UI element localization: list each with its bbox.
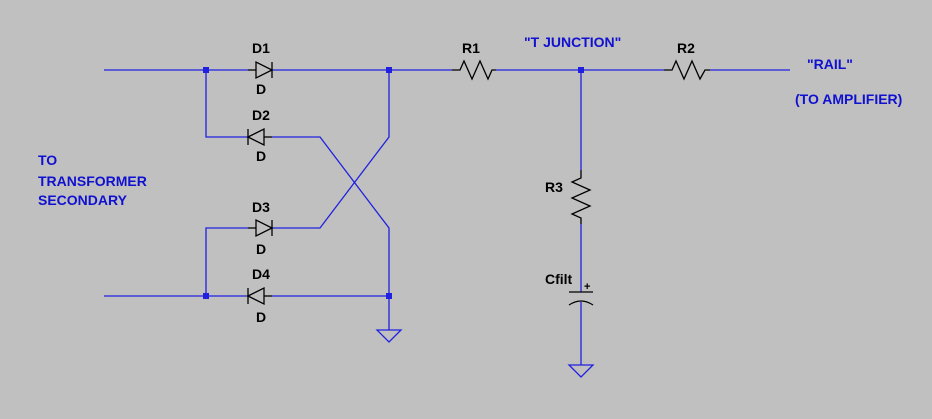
diode-icon (248, 218, 274, 238)
r3-name: R3 (545, 179, 563, 195)
ground-left[interactable] (375, 329, 403, 343)
wire-nodeA-to-d2[interactable] (205, 70, 248, 138)
junction-dot-icon[interactable] (578, 67, 584, 73)
r1-name: R1 (462, 40, 480, 56)
resistor-r3[interactable]: R3 (545, 170, 592, 224)
junctions (203, 67, 584, 299)
ground-icon (567, 364, 595, 378)
junction-dot-icon[interactable] (203, 293, 209, 299)
junction-dot-icon[interactable] (386, 293, 392, 299)
cfilt-polarity: + (584, 281, 590, 293)
resistor-icon (570, 170, 592, 224)
diode-icon (246, 286, 272, 306)
diode-icon (248, 60, 274, 80)
ground-icon (375, 329, 403, 343)
net-label-transformer-line2: TRANSFORMER (38, 173, 147, 189)
resistor-r1[interactable]: R1 (452, 40, 496, 81)
resistor-r2[interactable]: R2 (664, 40, 710, 81)
net-label-t-junction: "T JUNCTION" (524, 34, 621, 50)
diode-d4[interactable]: D4 D (246, 266, 272, 325)
polarized-capacitor-icon (568, 291, 594, 306)
d2-name: D2 (252, 107, 270, 123)
d1-name: D1 (252, 40, 270, 56)
r2-name: R2 (677, 40, 695, 56)
cfilt-name: Cfilt (545, 271, 573, 287)
net-label-transformer-line1: TO (38, 152, 57, 168)
wires (104, 69, 790, 365)
d1-value: D (256, 81, 266, 97)
diode-d1[interactable]: D1 D (248, 40, 274, 97)
resistor-icon (664, 59, 710, 81)
wire-nodeB-to-d3[interactable] (205, 227, 248, 296)
ground-right[interactable] (567, 364, 595, 378)
diode-d3[interactable]: D3 D (248, 199, 274, 257)
resistor-icon (452, 59, 496, 81)
d2-value: D (256, 148, 266, 164)
net-label-to-amplifier: (TO AMPLIFIER) (795, 91, 902, 107)
d3-name: D3 (252, 199, 270, 215)
wire-nodeC-cross[interactable] (272, 70, 390, 229)
d4-name: D4 (252, 266, 270, 282)
d3-value: D (256, 241, 266, 257)
diode-d2[interactable]: D2 D (246, 107, 272, 164)
diode-icon (246, 127, 272, 147)
net-label-rail: "RAIL" (807, 56, 853, 72)
junction-dot-icon[interactable] (386, 67, 392, 73)
net-label-transformer-line3: SECONDARY (38, 192, 128, 208)
d4-value: D (256, 309, 266, 325)
junction-dot-icon[interactable] (203, 67, 209, 73)
capacitor-cfilt[interactable]: + Cfilt (545, 271, 594, 306)
